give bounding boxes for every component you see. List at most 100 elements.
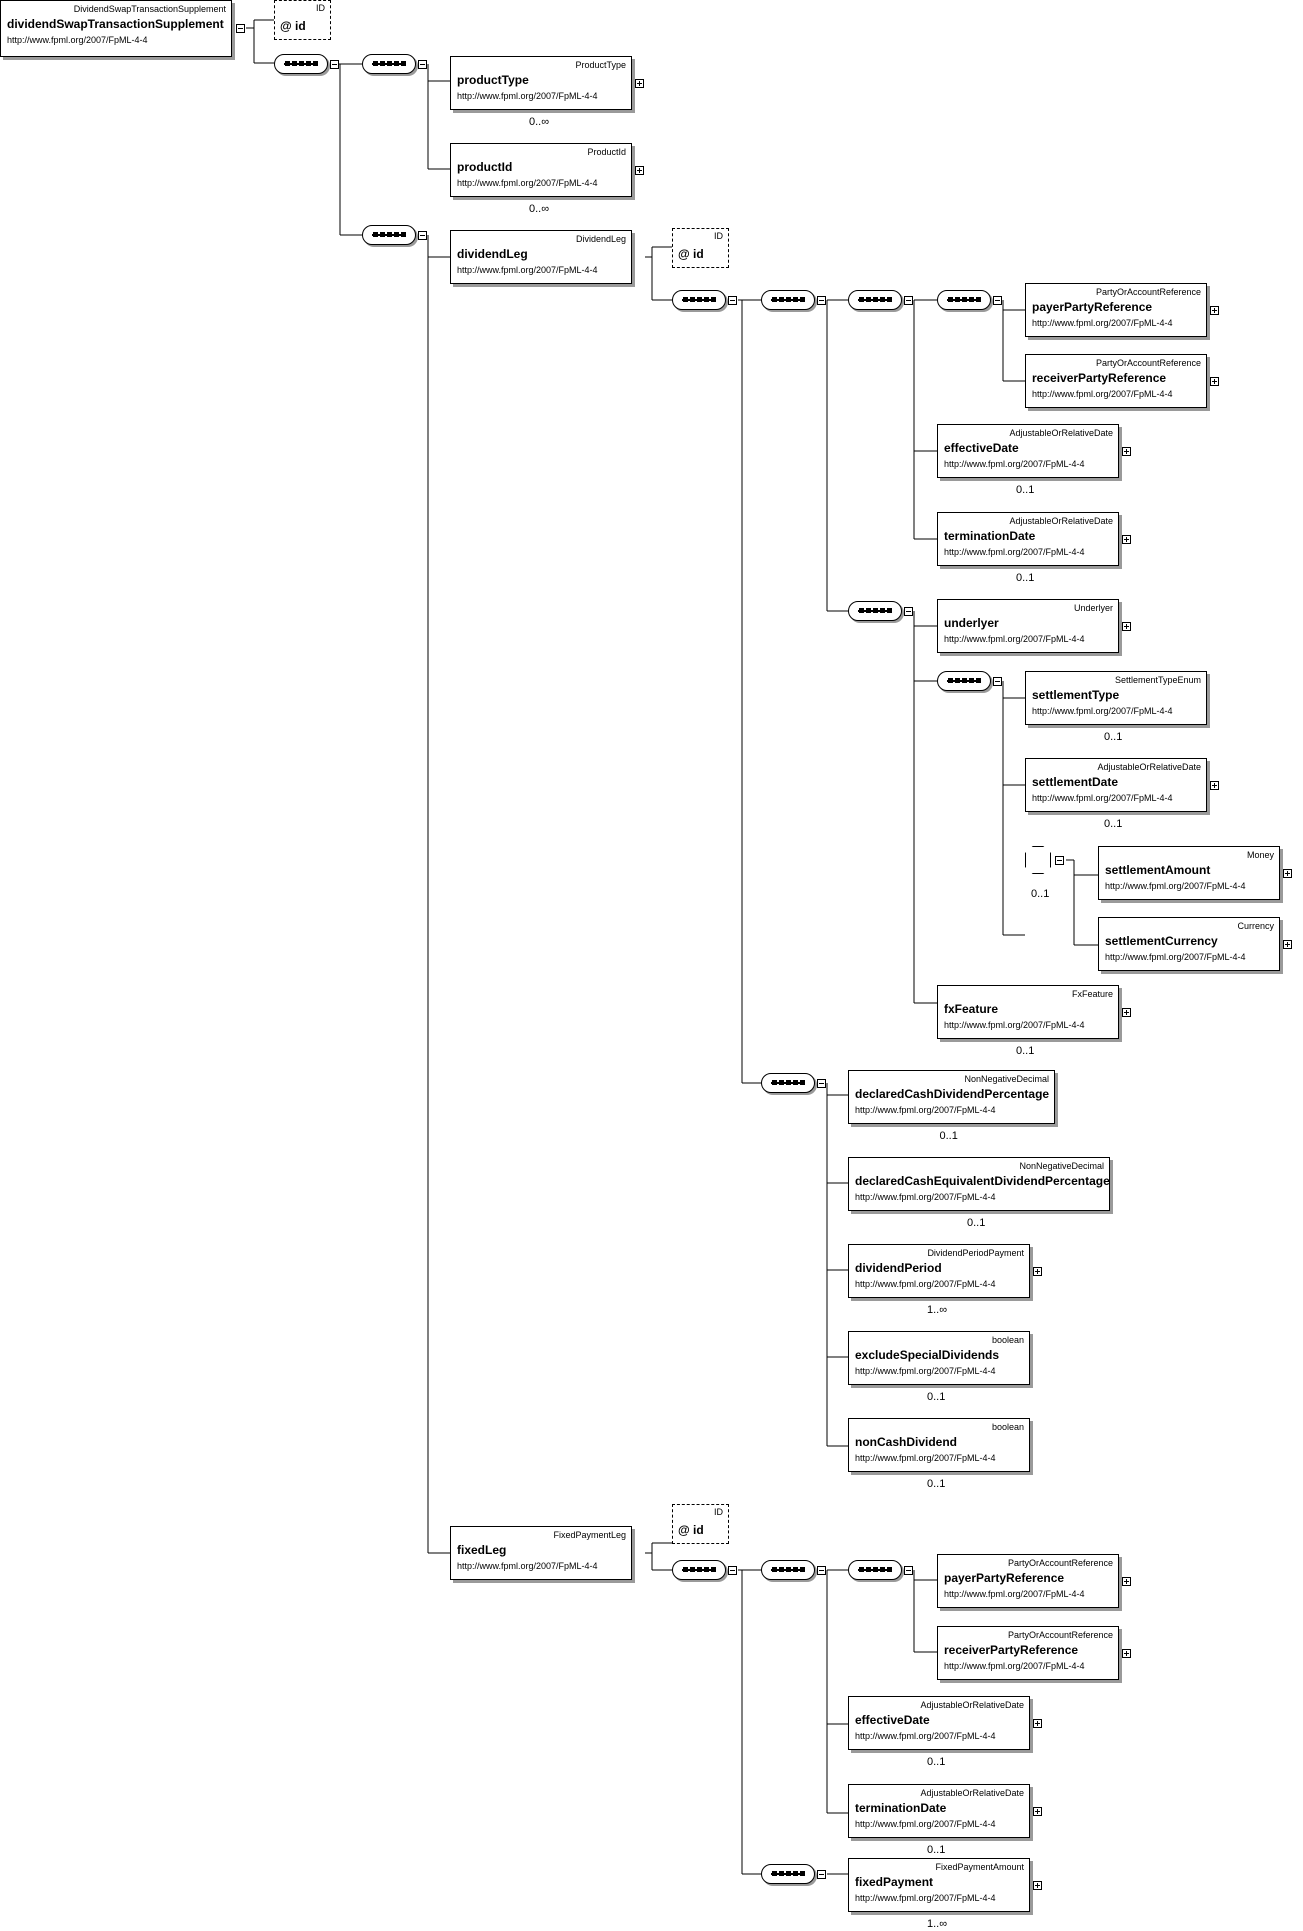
cardinality-label: 0..1 xyxy=(967,1217,986,1229)
element-namespace: http://www.fpml.org/2007/FpML-4-4 xyxy=(944,1589,1085,1599)
cardinality-label: 0..∞ xyxy=(529,116,550,128)
cardinality-label: 0..∞ xyxy=(529,203,550,215)
collapse-toggle[interactable] xyxy=(904,296,913,305)
element-type: Underlyer xyxy=(1073,603,1113,613)
attribute-type: ID xyxy=(316,3,325,13)
cardinality-label: 0..1 xyxy=(1104,731,1123,743)
sequence-compositor xyxy=(761,290,815,310)
expand-toggle[interactable] xyxy=(1122,1577,1131,1586)
cardinality-label: 0..1 xyxy=(939,1130,958,1142)
expand-toggle[interactable] xyxy=(1122,535,1131,544)
collapse-toggle[interactable] xyxy=(817,296,826,305)
attribute-type: ID xyxy=(714,231,723,241)
expand-toggle[interactable] xyxy=(1122,622,1131,631)
expand-toggle[interactable] xyxy=(1210,306,1219,315)
expand-toggle[interactable] xyxy=(635,166,644,175)
element-type: FixedPaymentLeg xyxy=(553,1530,626,1540)
attribute-id[interactable]: ID@ id xyxy=(672,1504,729,1544)
sequence-compositor xyxy=(362,54,416,74)
attribute-id[interactable]: ID@ id xyxy=(274,0,331,40)
collapse-toggle[interactable] xyxy=(993,296,1002,305)
expand-toggle[interactable] xyxy=(1122,447,1131,456)
collapse-toggle[interactable] xyxy=(904,607,913,616)
element-type: FixedPaymentAmount xyxy=(935,1862,1024,1872)
collapse-toggle[interactable] xyxy=(993,677,1002,686)
expand-toggle[interactable] xyxy=(1283,940,1292,949)
element-name: productType xyxy=(457,73,529,87)
element-name: receiverPartyReference xyxy=(944,1643,1079,1657)
collapse-toggle[interactable] xyxy=(330,60,339,69)
cardinality-label: 0..1 xyxy=(1104,818,1123,830)
element-namespace: http://www.fpml.org/2007/FpML-4-4 xyxy=(855,1105,996,1115)
expand-toggle[interactable] xyxy=(1122,1649,1131,1658)
element-name: effectiveDate xyxy=(944,441,1019,455)
element-name: fixedPayment xyxy=(855,1875,934,1889)
expand-toggle[interactable] xyxy=(1033,1719,1042,1728)
element-type: PartyOrAccountReference xyxy=(1095,358,1201,368)
collapse-toggle[interactable] xyxy=(817,1566,826,1575)
expand-toggle[interactable] xyxy=(1033,1881,1042,1890)
element-name: payerPartyReference xyxy=(1032,300,1153,314)
element-type: AdjustableOrRelativeDate xyxy=(1009,428,1113,438)
expand-toggle[interactable] xyxy=(1033,1267,1042,1276)
element-name: payerPartyReference xyxy=(944,1571,1065,1585)
attribute-id[interactable]: ID@ id xyxy=(672,228,729,268)
element-namespace: http://www.fpml.org/2007/FpML-4-4 xyxy=(7,35,148,45)
collapse-toggle[interactable] xyxy=(1055,856,1064,865)
collapse-toggle[interactable] xyxy=(728,1566,737,1575)
collapse-toggle[interactable] xyxy=(904,1566,913,1575)
element-namespace: http://www.fpml.org/2007/FpML-4-4 xyxy=(855,1819,996,1829)
expand-toggle[interactable] xyxy=(1283,869,1292,878)
cardinality-label: 0..1 xyxy=(1016,572,1035,584)
cardinality-label: 0..1 xyxy=(1016,484,1035,496)
cardinality-label: 1..∞ xyxy=(927,1918,948,1930)
collapse-toggle[interactable] xyxy=(418,231,427,240)
expand-toggle[interactable] xyxy=(1210,377,1219,386)
element-namespace: http://www.fpml.org/2007/FpML-4-4 xyxy=(1105,952,1246,962)
collapse-toggle[interactable] xyxy=(236,24,245,33)
expand-toggle[interactable] xyxy=(635,79,644,88)
attribute-type: ID xyxy=(714,1507,723,1517)
collapse-toggle[interactable] xyxy=(728,296,737,305)
element-type: boolean xyxy=(991,1422,1024,1432)
element-namespace: http://www.fpml.org/2007/FpML-4-4 xyxy=(944,547,1085,557)
collapse-toggle[interactable] xyxy=(817,1079,826,1088)
expand-toggle[interactable] xyxy=(1033,1807,1042,1816)
sequence-compositor xyxy=(848,601,902,621)
element-namespace: http://www.fpml.org/2007/FpML-4-4 xyxy=(1105,881,1246,891)
sequence-compositor xyxy=(761,1864,815,1884)
collapse-toggle[interactable] xyxy=(817,1870,826,1879)
element-namespace: http://www.fpml.org/2007/FpML-4-4 xyxy=(457,265,598,275)
expand-toggle[interactable] xyxy=(1122,1008,1131,1017)
cardinality-label: 0..1 xyxy=(927,1478,946,1490)
expand-toggle[interactable] xyxy=(1210,781,1219,790)
collapse-toggle[interactable] xyxy=(418,60,427,69)
